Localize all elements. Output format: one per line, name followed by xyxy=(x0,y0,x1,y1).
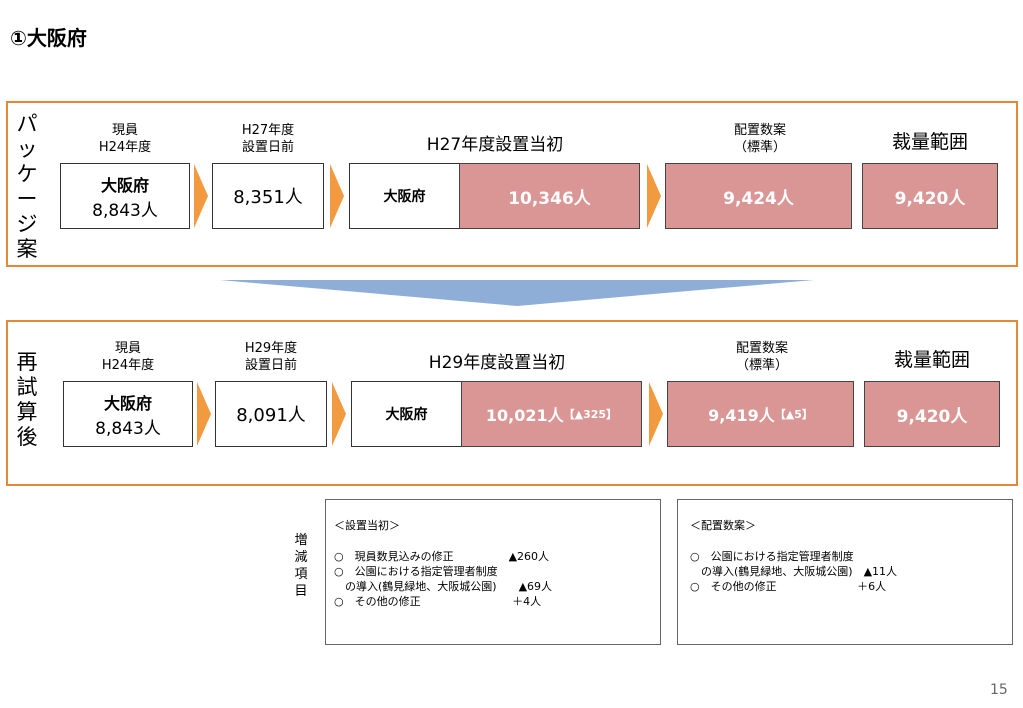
recalc-before-value: 8,091人 xyxy=(236,405,306,426)
package-range-header: 裁量範囲 xyxy=(891,131,968,153)
recalc-plan-header: 配置数案 （標準） xyxy=(735,341,788,373)
arrow-icon xyxy=(194,164,208,228)
recalc-side-label: 再試算後 xyxy=(16,350,38,449)
arrow-icon xyxy=(330,164,344,228)
arrow-icon xyxy=(647,164,661,228)
package-plan-value: 9,424人 xyxy=(723,188,794,209)
recalc-initial-delta: 【▲325】 xyxy=(563,408,618,421)
recalc-initial-value-box: 10,021人【▲325】 xyxy=(461,381,642,447)
recalc-current-value: 8,843人 xyxy=(95,418,161,439)
package-initial-name: 大阪府 xyxy=(383,189,426,205)
recalc-initial-name: 大阪府 xyxy=(385,407,428,423)
package-current-value: 8,843人 xyxy=(92,200,158,221)
change-items-label: 増減項目 xyxy=(294,533,308,599)
recalc-plan-box: 9,419人【▲5】 xyxy=(667,381,854,447)
arrow-icon xyxy=(649,382,663,446)
package-current-box: 大阪府 8,843人 xyxy=(60,163,190,229)
note-plan-line: の導入(鶴見緑地、大阪城公園) ▲11人 xyxy=(690,565,898,578)
recalc-before-box: 8,091人 xyxy=(215,381,327,447)
recalc-initial-name-box: 大阪府 xyxy=(351,381,462,447)
note-initial-line: ○ 現員数見込みの修正 ▲260人 xyxy=(334,550,550,563)
recalc-current-name: 大阪府 xyxy=(103,393,152,413)
package-plan-header: 配置数案 （標準） xyxy=(733,123,786,155)
recalc-plan-delta: 【▲5】 xyxy=(774,408,813,421)
package-range-value: 9,420人 xyxy=(894,188,966,209)
note-plan-line: ○ その他の修正 ＋6人 xyxy=(690,580,887,593)
package-current-header: 現員 H24年度 xyxy=(98,123,152,155)
recalc-before-header: H29年度 設置日前 xyxy=(244,341,298,373)
package-before-box: 8,351人 xyxy=(212,163,324,229)
package-initial-header: H27年度設置当初 xyxy=(426,135,564,155)
note-initial-heading: ＜設置当初＞ xyxy=(334,519,400,532)
recalc-plan-value: 9,419人 xyxy=(708,406,775,425)
recalc-initial-header: H29年度設置当初 xyxy=(428,353,566,373)
package-plan-box: 9,424人 xyxy=(665,163,852,229)
recalc-range-value: 9,420人 xyxy=(896,406,968,427)
recalc-range-box: 9,420人 xyxy=(864,381,1000,447)
transition-arrow-icon xyxy=(220,280,814,306)
arrow-icon xyxy=(197,382,211,446)
package-initial-value-box: 10,346人 xyxy=(459,163,640,229)
package-initial-name-box: 大阪府 xyxy=(349,163,460,229)
recalc-initial-value: 10,021人 xyxy=(485,406,564,425)
note-plan: ＜配置数案＞ ○ 公園における指定管理者制度 の導入(鶴見緑地、大阪城公園) ▲… xyxy=(677,499,1013,645)
note-initial-line: ○ その他の修正 ＋4人 xyxy=(334,595,542,608)
note-plan-line: ○ 公園における指定管理者制度 xyxy=(690,550,854,563)
package-current-name: 大阪府 xyxy=(100,175,149,195)
arrow-icon xyxy=(332,382,346,446)
recalc-range-header: 裁量範囲 xyxy=(893,349,970,371)
note-initial: ＜設置当初＞ ○ 現員数見込みの修正 ▲260人 ○ 公園における指定管理者制度… xyxy=(325,499,661,645)
package-before-header: H27年度 設置日前 xyxy=(241,123,295,155)
package-before-value: 8,351人 xyxy=(233,187,303,208)
package-side-label: パッケージ案 xyxy=(16,112,38,261)
page-title: ①大阪府 xyxy=(10,26,87,50)
package-initial-value: 10,346人 xyxy=(508,188,591,209)
page-number: 15 xyxy=(990,682,1008,698)
recalc-current-box: 大阪府 8,843人 xyxy=(63,381,193,447)
note-plan-heading: ＜配置数案＞ xyxy=(690,519,756,532)
recalc-current-header: 現員 H24年度 xyxy=(101,341,155,373)
note-initial-line: ○ 公園における指定管理者制度 xyxy=(334,565,498,578)
note-initial-line: の導入(鶴見緑地、大阪城公園) ▲69人 xyxy=(334,580,553,593)
package-range-box: 9,420人 xyxy=(862,163,998,229)
